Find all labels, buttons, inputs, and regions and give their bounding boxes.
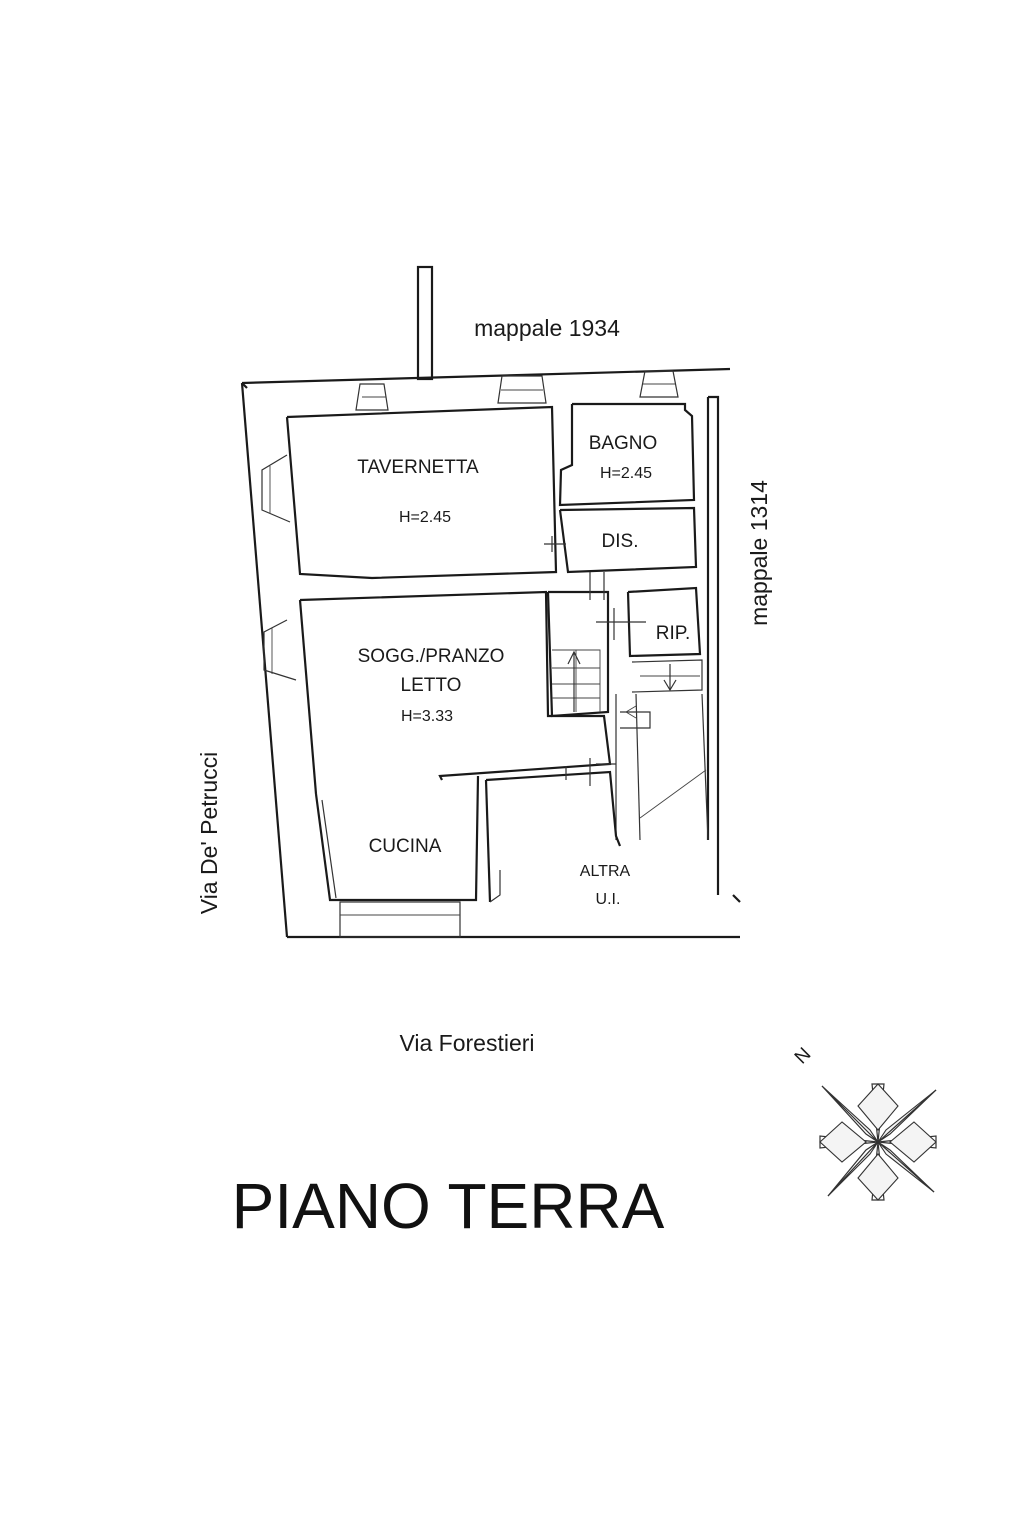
bagno-label: BAGNO bbox=[589, 433, 658, 454]
soggiorno-walls bbox=[298, 590, 612, 795]
compass-north-label: N bbox=[791, 1044, 816, 1069]
rip-walls bbox=[596, 586, 702, 658]
bagno-height: H=2.45 bbox=[600, 465, 652, 482]
east-stair bbox=[615, 659, 709, 841]
stair-core bbox=[546, 572, 610, 718]
west-windows bbox=[261, 454, 297, 681]
chimney-flue bbox=[416, 265, 434, 381]
north-neighbor-label: mappale 1934 bbox=[474, 315, 620, 341]
west-street-label: Via De' Petrucci bbox=[196, 752, 222, 914]
soggiorno-label-line1: SOGG./PRANZO bbox=[358, 646, 505, 667]
cucina-label: CUCINA bbox=[369, 836, 442, 857]
south-window bbox=[339, 901, 461, 938]
tavernetta-height: H=2.45 bbox=[399, 509, 451, 526]
soggiorno-label-line2: LETTO bbox=[401, 675, 462, 696]
altra-ui-label-line2: U.I. bbox=[596, 891, 621, 908]
bagno-walls bbox=[558, 402, 696, 507]
page-title: PIANO TERRA bbox=[232, 1170, 665, 1242]
tavernetta-walls bbox=[285, 405, 558, 580]
altra-ui-label-line1: ALTRA bbox=[580, 863, 631, 880]
cucina-walls bbox=[314, 775, 480, 902]
rip-label: RIP. bbox=[656, 623, 691, 644]
dis-walls bbox=[544, 506, 698, 574]
north-windows bbox=[355, 370, 679, 411]
compass-rose: N bbox=[791, 1044, 937, 1201]
tavernetta-label: TAVERNETTA bbox=[357, 457, 479, 478]
dis-label: DIS. bbox=[602, 531, 639, 552]
altra-ui-walls bbox=[484, 758, 622, 903]
soggiorno-height: H=3.33 bbox=[401, 708, 453, 725]
compass-star-icon bbox=[819, 1083, 937, 1201]
south-street-label: Via Forestieri bbox=[399, 1030, 534, 1056]
east-neighbor-label: mappale 1314 bbox=[746, 480, 772, 626]
